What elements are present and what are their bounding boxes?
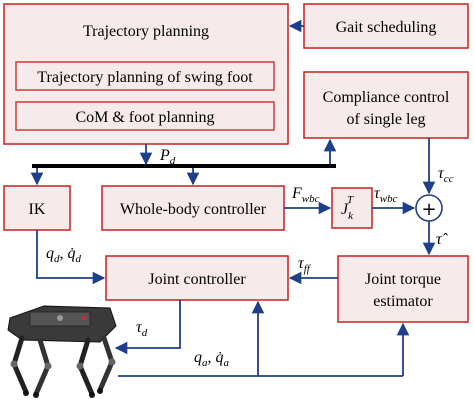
gait-scheduling-label: Gait scheduling <box>336 19 437 36</box>
compliance-control-block: Compliance control of single leg <box>303 71 469 139</box>
joint-torque-label-line2: estimator <box>373 293 433 310</box>
com-foot-block: CoM & foot planning <box>15 101 275 131</box>
swing-foot-label: Trajectory planning of swing foot <box>37 69 253 86</box>
jacobian-transpose-block: JkT <box>331 187 373 229</box>
sum-sign: + <box>421 199 436 220</box>
quadruped-robot-image <box>7 305 117 398</box>
pd-label: Pd <box>159 147 176 167</box>
whole-body-controller-block: Whole-body controller <box>101 185 285 231</box>
jacobian-label: JkT <box>341 194 354 222</box>
gait-scheduling-block: Gait scheduling <box>303 3 469 49</box>
tau-wbc-label: τwbc <box>374 185 398 205</box>
sum-junction: + <box>415 194 443 222</box>
trajectory-planning-label: Trajectory planning <box>83 23 209 40</box>
wire-ik-to-joint-controller <box>36 230 106 285</box>
wire-joint-controller-to-robot <box>114 300 181 355</box>
qa-label: qa, q̇a <box>194 349 230 369</box>
tau-cc-label: τcc <box>438 165 454 185</box>
qd-label: qd, q̇d <box>46 245 82 265</box>
swing-foot-block: Trajectory planning of swing foot <box>15 61 275 91</box>
ik-label: IK <box>29 201 46 218</box>
com-foot-label: CoM & foot planning <box>75 109 214 126</box>
compliance-label-line1: Compliance control <box>323 89 450 106</box>
wbc-label: Whole-body controller <box>120 201 267 218</box>
joint-controller-block: Joint controller <box>105 255 289 301</box>
joint-torque-estimator-block: Joint torque estimator <box>337 255 469 323</box>
joint-controller-label: Joint controller <box>148 271 246 288</box>
joint-torque-label-line1: Joint torque <box>365 271 441 288</box>
tau-ff-label: τff <box>298 255 312 275</box>
compliance-label-line2: of single leg <box>346 111 425 128</box>
tau-hat-label: τ̂ <box>436 231 448 248</box>
fwbc-label: Fwbc <box>291 185 320 205</box>
tau-d-label: τd <box>136 319 148 339</box>
ik-block: IK <box>3 185 71 231</box>
